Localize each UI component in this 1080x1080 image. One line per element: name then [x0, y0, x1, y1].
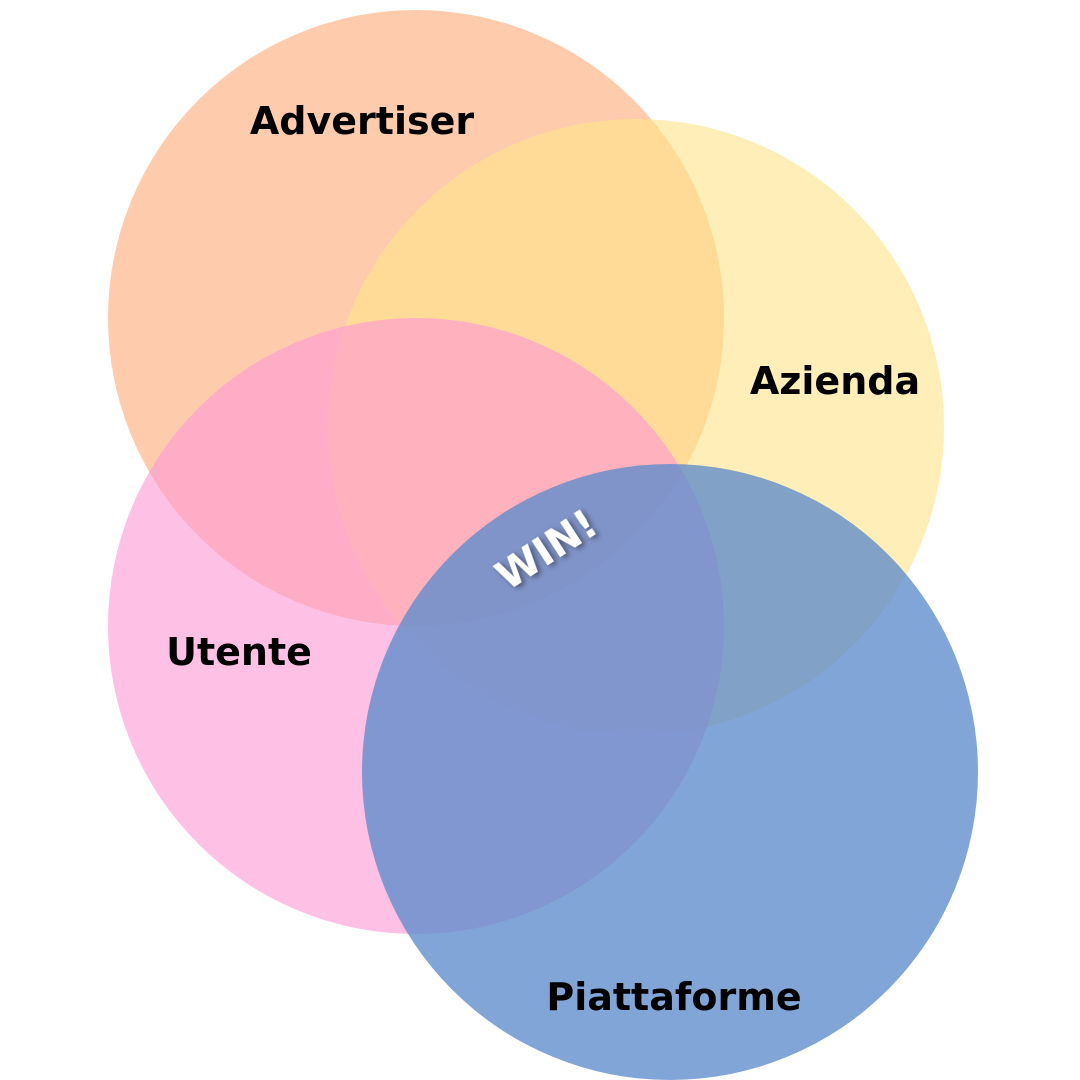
label-piattaforme: Piattaforme	[546, 975, 801, 1019]
label-utente: Utente	[166, 630, 312, 674]
label-azienda: Azienda	[750, 359, 920, 403]
label-advertiser: Advertiser	[250, 99, 474, 143]
circle-piattaforme	[362, 464, 978, 1080]
